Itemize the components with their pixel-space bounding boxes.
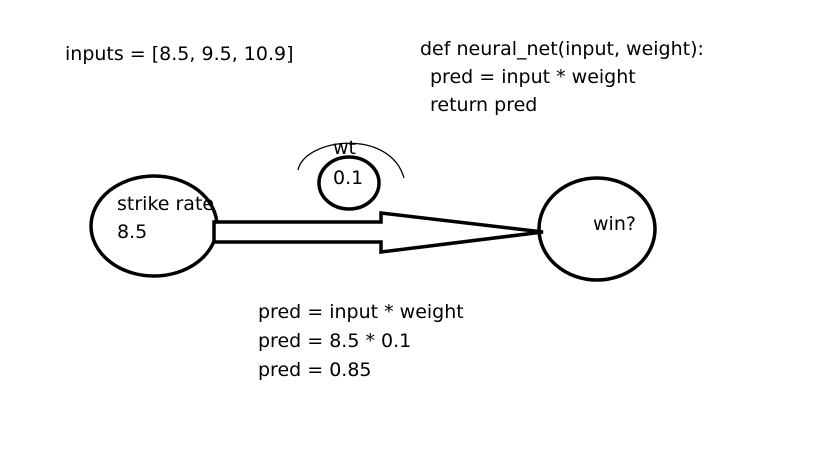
- weight-arc: [297, 142, 405, 179]
- calc-substitution-line: pred = 8.5 * 0.1: [258, 330, 412, 352]
- weight-value: 0.1: [333, 167, 364, 189]
- connection-arrow: [212, 211, 544, 254]
- input-label: strike rate: [117, 193, 215, 215]
- code-pred-line: pred = input * weight: [430, 66, 636, 88]
- input-value: 8.5: [117, 221, 148, 243]
- output-label: win?: [593, 213, 636, 235]
- weight-label: wt: [333, 137, 356, 159]
- calc-formula-line: pred = input * weight: [258, 301, 464, 323]
- weight-node-circle: [317, 155, 381, 211]
- inputs-list: inputs = [8.5, 9.5, 10.9]: [65, 43, 294, 65]
- calc-result-line: pred = 0.85: [258, 359, 372, 381]
- code-def-line: def neural_net(input, weight):: [420, 38, 704, 60]
- output-node-circle: [537, 176, 657, 282]
- code-return-line: return pred: [430, 94, 538, 116]
